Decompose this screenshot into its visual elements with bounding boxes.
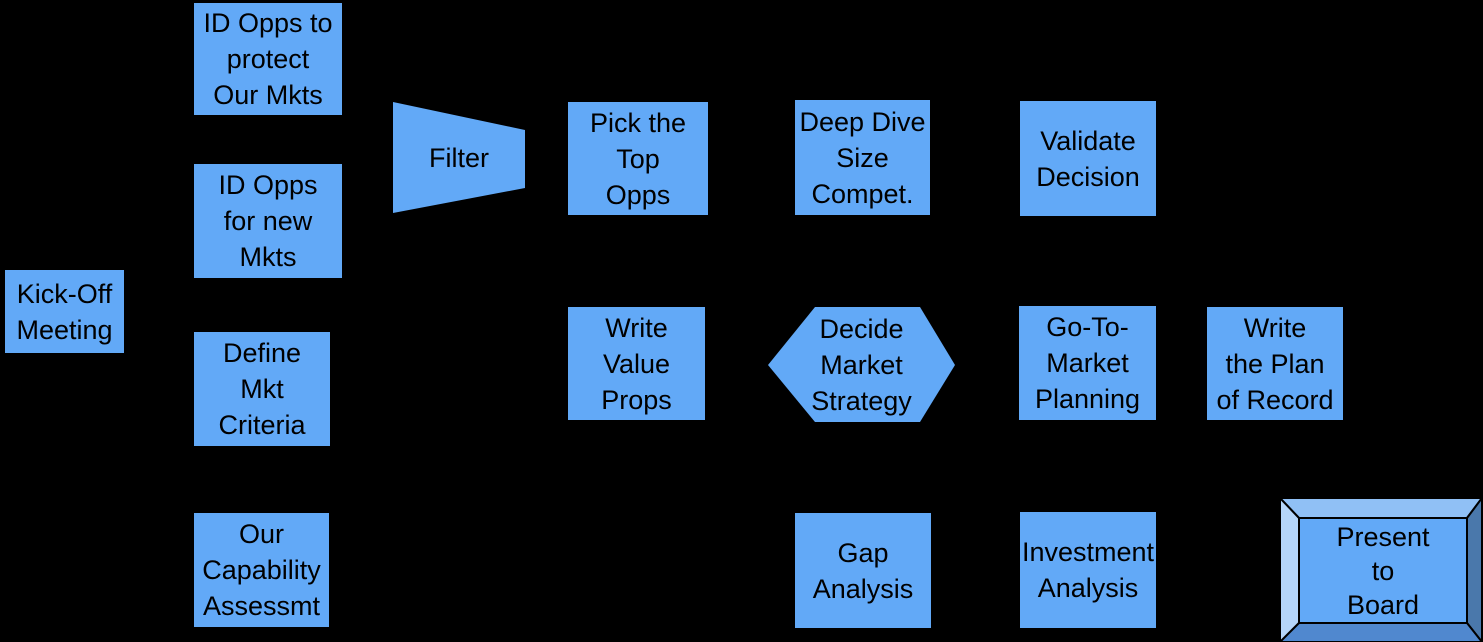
bevel-right-polygon	[1466, 498, 1482, 642]
node-kick-off-meeting: Kick-Off Meeting	[5, 270, 124, 353]
filter-shape: Filter	[393, 102, 525, 214]
node-write-the-plan-of-record: Write the Plan of Record	[1207, 307, 1343, 420]
node-investment-analysis: Investment Analysis	[1020, 512, 1156, 628]
node-go-to-market-planning: Go-To- Market Planning	[1019, 306, 1156, 420]
filter-label: Filter	[429, 143, 489, 173]
node-deep-dive-size-compet: Deep Dive Size Compet.	[795, 100, 930, 215]
filter-trapezoid-polygon	[393, 102, 525, 213]
node-validate-decision: Validate Decision	[1020, 101, 1156, 216]
present-to-board-label: Present to Board	[1336, 521, 1430, 620]
decide-market-strategy-label: Decide Market Strategy	[811, 313, 912, 416]
node-define-mkt-criteria: Define Mkt Criteria	[194, 332, 330, 446]
decision-hexagon-icon	[768, 307, 955, 422]
filter-trapezoid-icon	[393, 102, 525, 213]
node-decide-market-strategy: Decide Market Strategy	[768, 307, 955, 422]
bevel-inner-rect	[1298, 517, 1468, 624]
bevel-left-polygon	[1280, 498, 1300, 642]
node-pick-the-top-opps: Pick the Top Opps	[568, 102, 708, 215]
bevel-frame-icon	[1280, 498, 1482, 642]
decision-hexagon-polygon	[768, 307, 955, 422]
node-gap-analysis: Gap Analysis	[795, 513, 931, 628]
bevel-bottom-polygon	[1280, 622, 1482, 642]
node-write-value-props: Write Value Props	[568, 307, 705, 420]
node-id-opps-protect-our-mkts: ID Opps to protect Our Mkts	[194, 3, 342, 115]
node-id-opps-for-new-mkts: ID Opps for new Mkts	[194, 164, 342, 278]
bevel-top-polygon	[1280, 498, 1482, 519]
node-our-capability-assessmt: Our Capability Assessmt	[194, 513, 329, 627]
node-present-to-board: Present to Board	[1280, 498, 1482, 642]
